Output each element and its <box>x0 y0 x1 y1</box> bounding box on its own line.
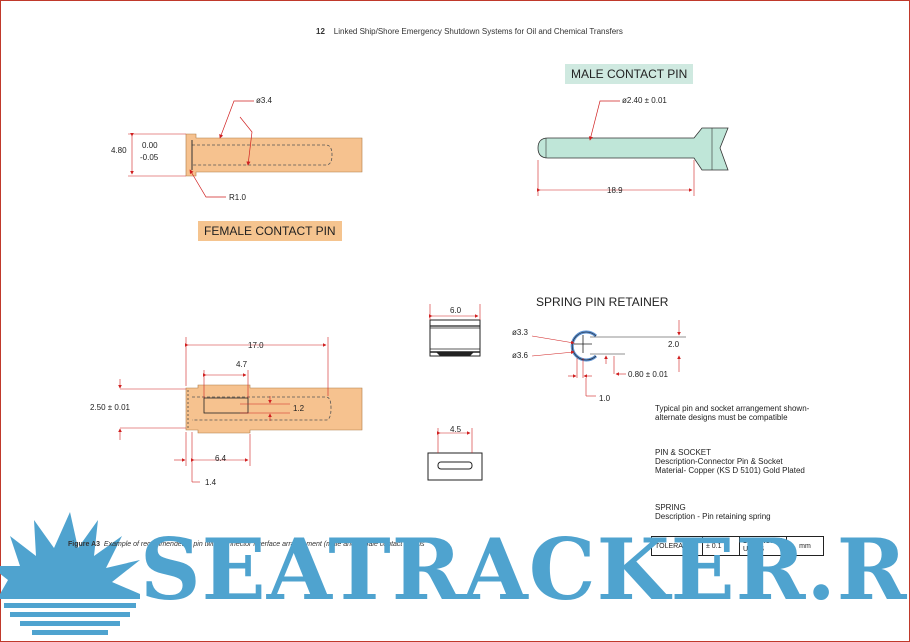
dim-diameter-3-6: ø3.6 <box>512 351 529 360</box>
note-pin-socket: PIN & SOCKET Description-Connector Pin &… <box>655 448 805 475</box>
dim-length-17-0: 17.0 <box>248 341 264 350</box>
table-cell-units-value: mm <box>786 536 824 556</box>
figure-caption-label: Figure A3 <box>68 541 101 548</box>
dim-thickness-0-80: 0.80 ± 0.01 <box>628 370 668 379</box>
figure-caption-text: Example of recommended 5 pin twist conne… <box>103 541 425 548</box>
dim-length-6-4: 6.4 <box>215 454 227 463</box>
dim-diameter-2-50: 2.50 ± 0.01 <box>90 403 130 412</box>
dim-4-80: 4.80 <box>111 146 127 155</box>
dim-length-4-7: 4.7 <box>236 360 248 369</box>
dim-length-1-4: 1.4 <box>205 478 217 487</box>
note-spring: SPRING Description - Pin retaining sprin… <box>655 503 771 521</box>
dim-length-18-9: 18.9 <box>607 186 623 195</box>
dim-diameter-3-4: ø3.4 <box>256 96 273 105</box>
dim-1-2: 1.2 <box>293 404 305 413</box>
table-cell-dimension-units: DIMENSION UNITS <box>739 536 787 556</box>
male-pin-drawing <box>537 100 729 196</box>
dim-width-4-5: 4.5 <box>450 425 462 434</box>
tolerance-table: TOLERANCE ± 0.1 DIMENSION UNITS mm <box>651 536 824 556</box>
female-pin-top-view <box>128 100 363 198</box>
page-number: 12 <box>316 27 325 36</box>
dim-tolerance-bottom: -0.05 <box>140 153 159 162</box>
dim-width-6-0: 6.0 <box>450 306 462 315</box>
figure-caption: Figure A3 Example of recommended 5 pin t… <box>68 541 425 548</box>
dim-diameter-3-3: ø3.3 <box>512 328 529 337</box>
dim-radius-1-0: R1.0 <box>229 193 246 202</box>
spring-retainer-drawing <box>531 320 686 397</box>
dim-height-2-0: 2.0 <box>668 340 680 349</box>
table-row: TOLERANCE ± 0.1 DIMENSION UNITS mm <box>651 536 824 556</box>
dim-tolerance-top: 0.00 <box>142 141 158 150</box>
male-contact-pin-label: MALE CONTACT PIN <box>565 64 694 84</box>
page-header: 12 Linked Ship/Shore Emergency Shutdown … <box>316 27 623 36</box>
note-typical-arrangement: Typical pin and socket arrangement shown… <box>655 404 810 422</box>
female-contact-pin-label: FEMALE CONTACT PIN <box>198 221 342 241</box>
female-pin-side-view <box>118 337 363 483</box>
watermark-text: SEATRACKER.RU <box>140 520 910 619</box>
retainer-side-view <box>427 428 483 481</box>
dim-diameter-2-40: ø2.40 ± 0.01 <box>622 96 667 105</box>
page-header-title: Linked Ship/Shore Emergency Shutdown Sys… <box>333 27 623 36</box>
spring-pin-retainer-label: SPRING PIN RETAINER <box>536 295 669 309</box>
sun-logo <box>0 512 140 635</box>
dim-width-1-0: 1.0 <box>599 394 611 403</box>
retainer-front-view <box>429 304 481 357</box>
